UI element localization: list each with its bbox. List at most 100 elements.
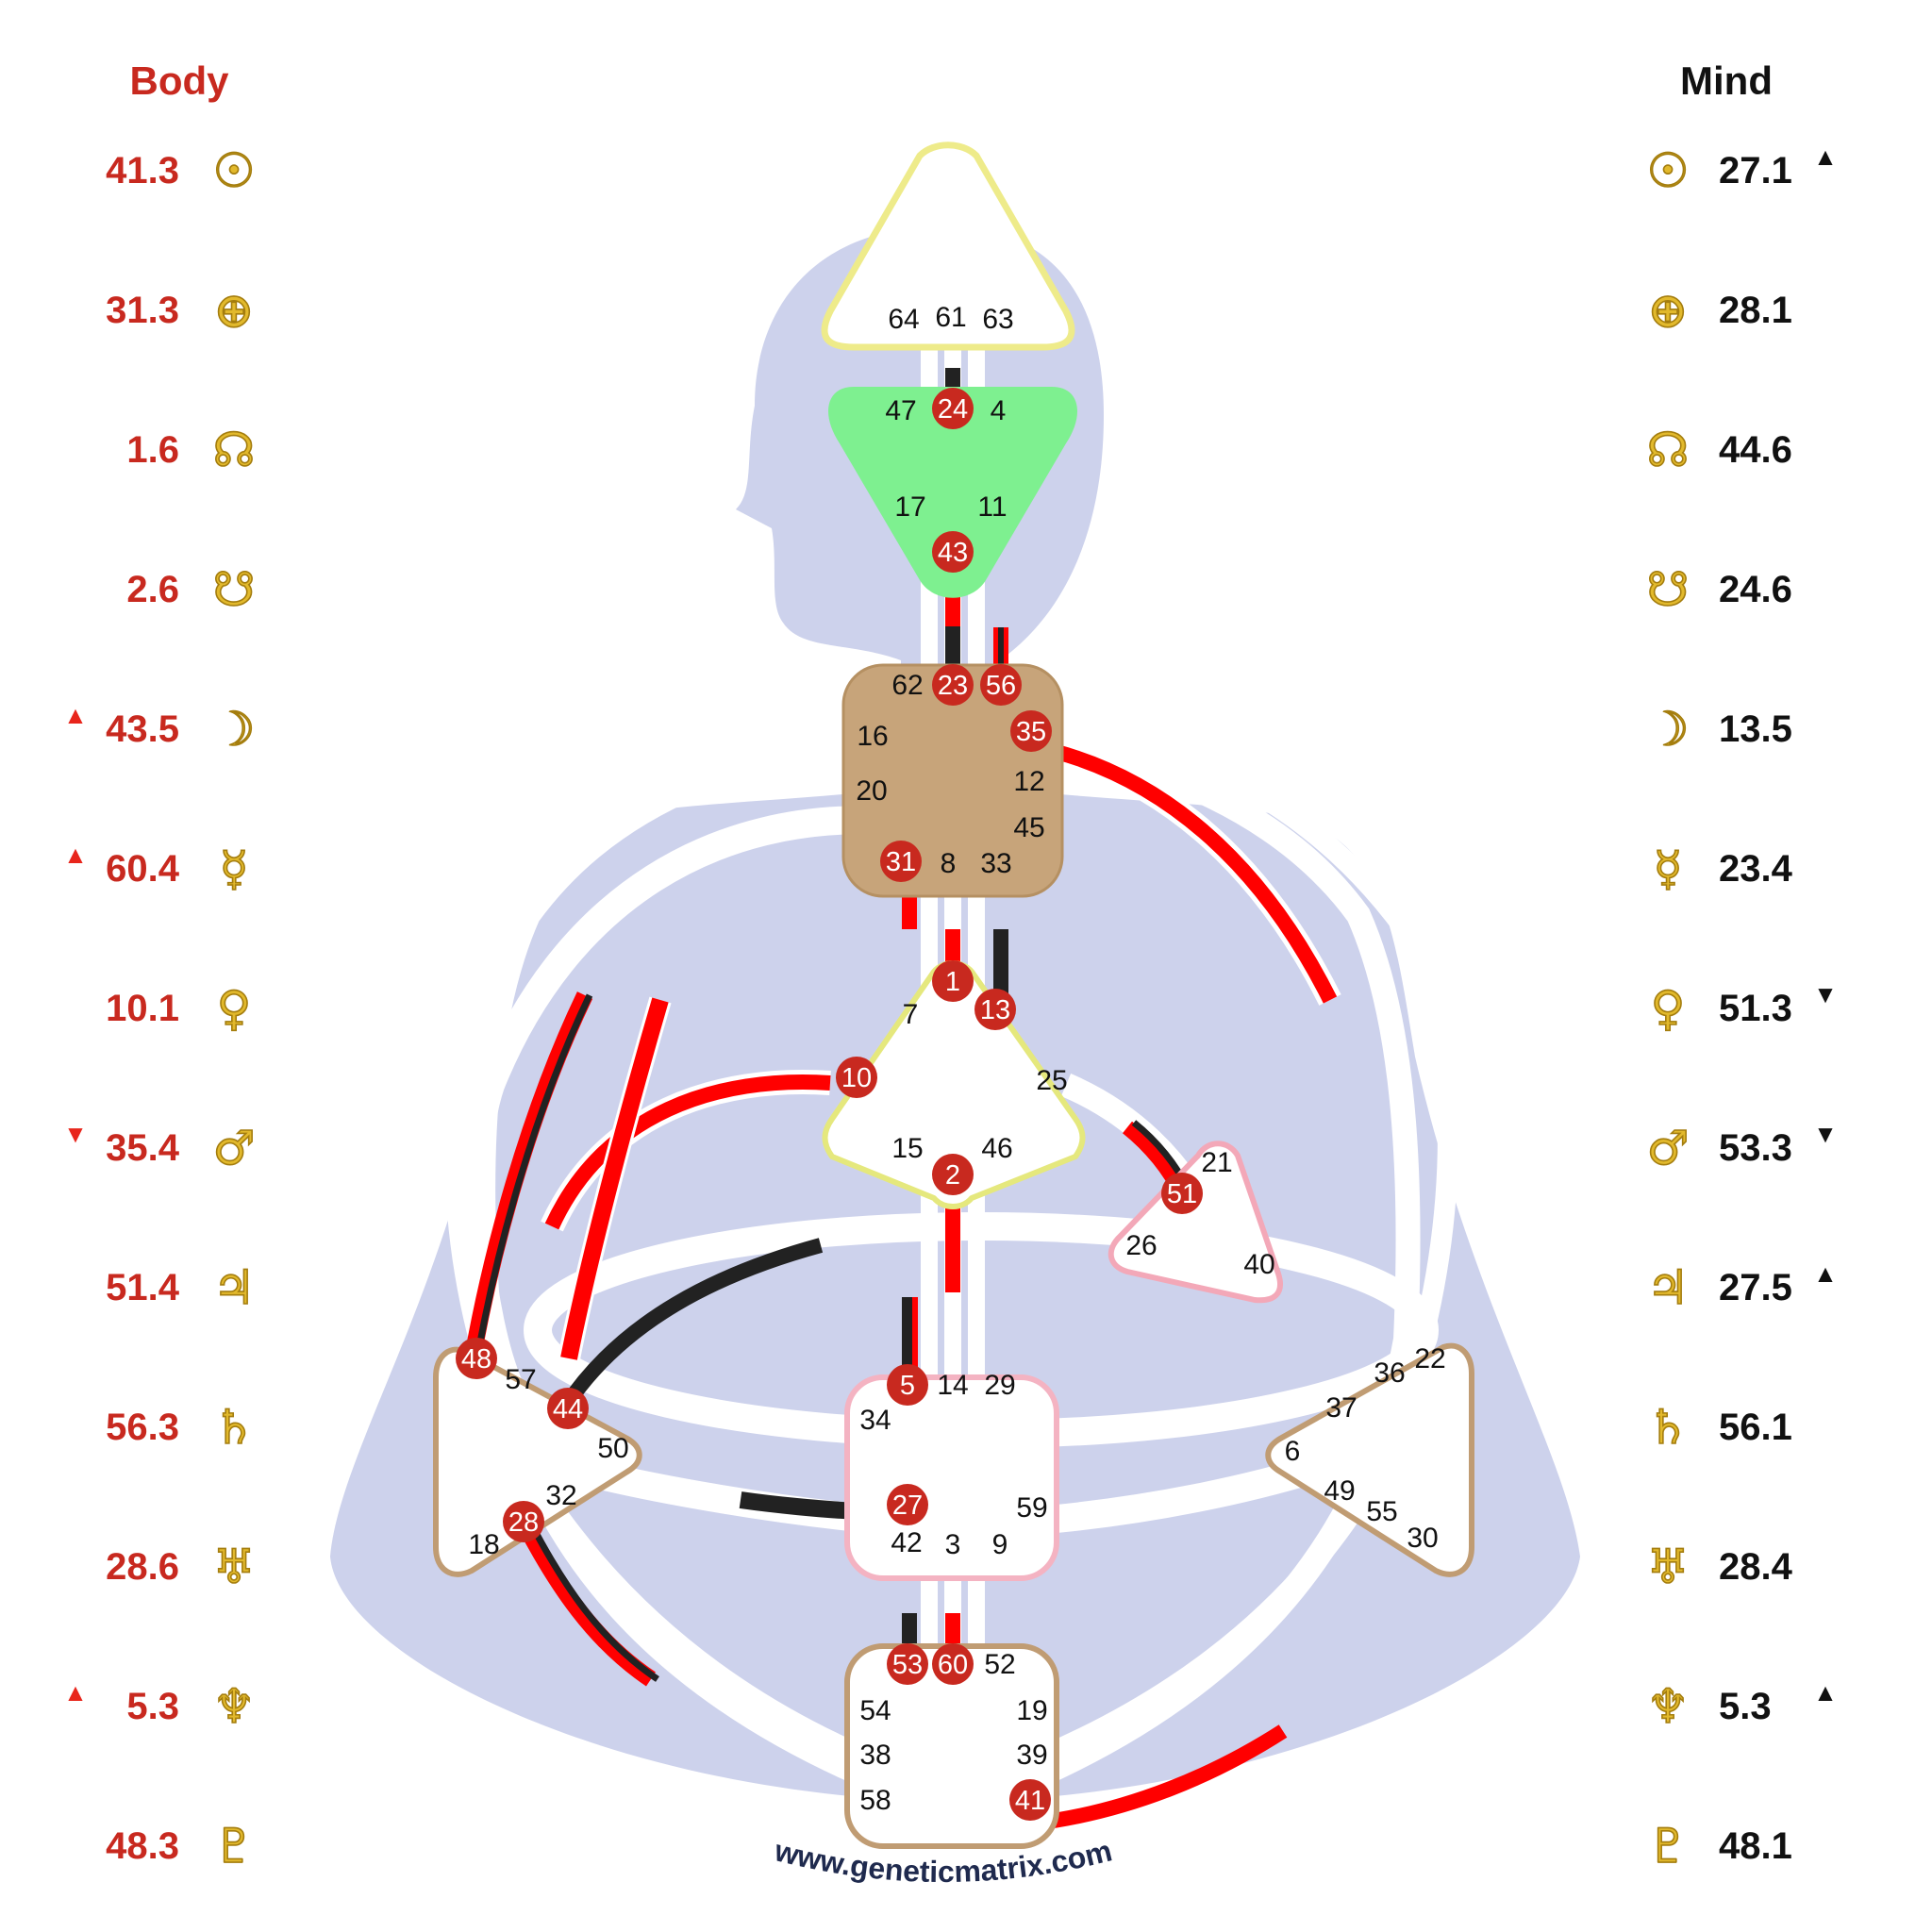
gate-52-label: 52 <box>984 1649 1015 1680</box>
gate-12-label: 12 <box>1013 766 1044 797</box>
gate-15-label: 15 <box>891 1133 923 1164</box>
spleen-center <box>433 1346 642 1577</box>
gate-5-activation-circle <box>887 1364 928 1406</box>
gate-36-label: 36 <box>1374 1357 1405 1389</box>
gate-1-activation-circle <box>932 960 974 1002</box>
gate-10-activation-circle <box>836 1057 877 1098</box>
gate-2-label: 2 <box>945 1160 960 1191</box>
gate-17-label: 17 <box>894 491 925 523</box>
mind-earth-icon: ⊕ <box>1648 283 1688 338</box>
mind-south-node-icon: ☋ <box>1647 562 1689 617</box>
body-uranus-icon: ♅ <box>213 1540 256 1594</box>
gate-61-label: 61 <box>935 302 966 333</box>
mind-sun-icon: ☉ <box>1647 143 1690 198</box>
venus-body-value: 10.1 <box>106 988 179 1029</box>
mercury-body-value: 60.4 <box>106 848 180 890</box>
gate-21-label: 21 <box>1201 1147 1232 1178</box>
gate-11-label: 11 <box>977 491 1007 523</box>
gate-19-label: 19 <box>1016 1695 1047 1726</box>
sun-mind-value: 27.1 <box>1719 150 1792 192</box>
mars-body-value: 35.4 <box>106 1127 180 1169</box>
jupiter-body-value: 51.4 <box>106 1267 180 1308</box>
gate-62-label: 62 <box>891 670 923 701</box>
gate-22-label: 22 <box>1414 1343 1445 1374</box>
gate-32-label: 32 <box>545 1480 576 1511</box>
gate-43-label: 43 <box>938 538 968 568</box>
gate-23-label: 23 <box>938 671 968 701</box>
gate-35-label: 35 <box>1016 717 1046 747</box>
mind-north-node-icon: ☊ <box>1647 423 1689 477</box>
mind-mercury-icon: ☿ <box>1654 841 1683 896</box>
earth-body-value: 31.3 <box>106 290 179 331</box>
gate-51-label: 51 <box>1167 1179 1197 1209</box>
gate-51-activation-circle <box>1161 1173 1203 1214</box>
south-node-mind-value: 24.6 <box>1719 569 1792 610</box>
uranus-mind-value: 28.4 <box>1719 1546 1793 1588</box>
body-pluto-icon: ♇ <box>213 1819 256 1874</box>
body-moon-icon: ☽ <box>213 702 256 757</box>
body-mars-icon: ♂ <box>213 1121 256 1175</box>
north-node-mind-value: 44.6 <box>1719 429 1792 471</box>
mind-venus-icon: ♀ <box>1651 981 1686 1036</box>
gate-44-label: 44 <box>553 1394 583 1424</box>
gate-63-label: 63 <box>982 304 1013 335</box>
venus-mind-arrow: ▼ <box>1813 980 1838 1008</box>
solar-plexus-center <box>1265 1342 1474 1577</box>
gate-1-label: 1 <box>945 967 960 997</box>
gate-18-label: 18 <box>468 1529 499 1560</box>
gate-53-label: 53 <box>892 1650 923 1680</box>
pluto-mind-value: 48.1 <box>1719 1825 1792 1867</box>
ego-center <box>1108 1141 1283 1304</box>
gate-60-label: 60 <box>938 1650 968 1680</box>
gate-31-activation-circle <box>880 841 922 882</box>
gate-23-activation-circle <box>932 664 974 706</box>
sacral-center <box>844 1374 1059 1581</box>
mars-mind-arrow: ▼ <box>1813 1120 1838 1148</box>
mind-uranus-icon: ♅ <box>1647 1540 1690 1594</box>
gate-16-label: 16 <box>857 721 888 752</box>
jupiter-mind-value: 27.5 <box>1719 1267 1792 1308</box>
gate-6-label: 6 <box>1285 1436 1301 1467</box>
gate-3-label: 3 <box>945 1529 961 1560</box>
gate-13-label: 13 <box>980 995 1010 1025</box>
gate-28-activation-circle <box>503 1501 544 1542</box>
gate-42-label: 42 <box>891 1527 922 1558</box>
mercury-body-arrow: ▲ <box>63 841 88 869</box>
gate-54-label: 54 <box>859 1695 891 1726</box>
gate-60-activation-circle <box>932 1643 974 1685</box>
gate-41-label: 41 <box>1015 1786 1045 1816</box>
neptune-body-arrow: ▲ <box>63 1678 88 1707</box>
mind-column-header: Mind <box>1680 58 1773 103</box>
body-south-node-icon: ☋ <box>213 562 255 617</box>
gate-37-label: 37 <box>1325 1392 1357 1424</box>
gate-59-label: 59 <box>1016 1492 1047 1524</box>
gate-13-activation-circle <box>974 989 1016 1030</box>
gate-53-activation-circle <box>887 1643 928 1685</box>
pluto-body-value: 48.3 <box>106 1825 179 1867</box>
activation-lines <box>463 368 1341 1831</box>
gate-57-label: 57 <box>505 1364 536 1395</box>
ajna-center <box>828 387 1077 598</box>
gate-24-label: 24 <box>938 394 968 425</box>
gate-40-label: 40 <box>1243 1249 1274 1280</box>
mercury-mind-value: 23.4 <box>1719 848 1793 890</box>
body-jupiter-icon: ♃ <box>213 1260 256 1315</box>
gate-49-label: 49 <box>1324 1475 1355 1507</box>
head-center <box>821 142 1075 351</box>
jupiter-mind-arrow: ▲ <box>1813 1259 1838 1288</box>
gate-30-label: 30 <box>1407 1523 1438 1554</box>
body-neptune-icon: ♆ <box>213 1679 256 1734</box>
body-north-node-icon: ☊ <box>213 423 255 477</box>
gate-8-label: 8 <box>941 848 957 879</box>
south-node-body-value: 2.6 <box>126 569 179 610</box>
gate-25-label: 25 <box>1036 1065 1067 1096</box>
sun-mind-arrow: ▲ <box>1813 142 1838 171</box>
gate-45-label: 45 <box>1013 812 1044 843</box>
gate-31-label: 31 <box>886 847 916 877</box>
venus-mind-value: 51.3 <box>1719 988 1792 1029</box>
gate-56-label: 56 <box>986 671 1016 701</box>
gate-48-label: 48 <box>461 1344 491 1374</box>
gate-27-activation-circle <box>887 1484 928 1525</box>
body-column-header: Body <box>130 58 230 103</box>
